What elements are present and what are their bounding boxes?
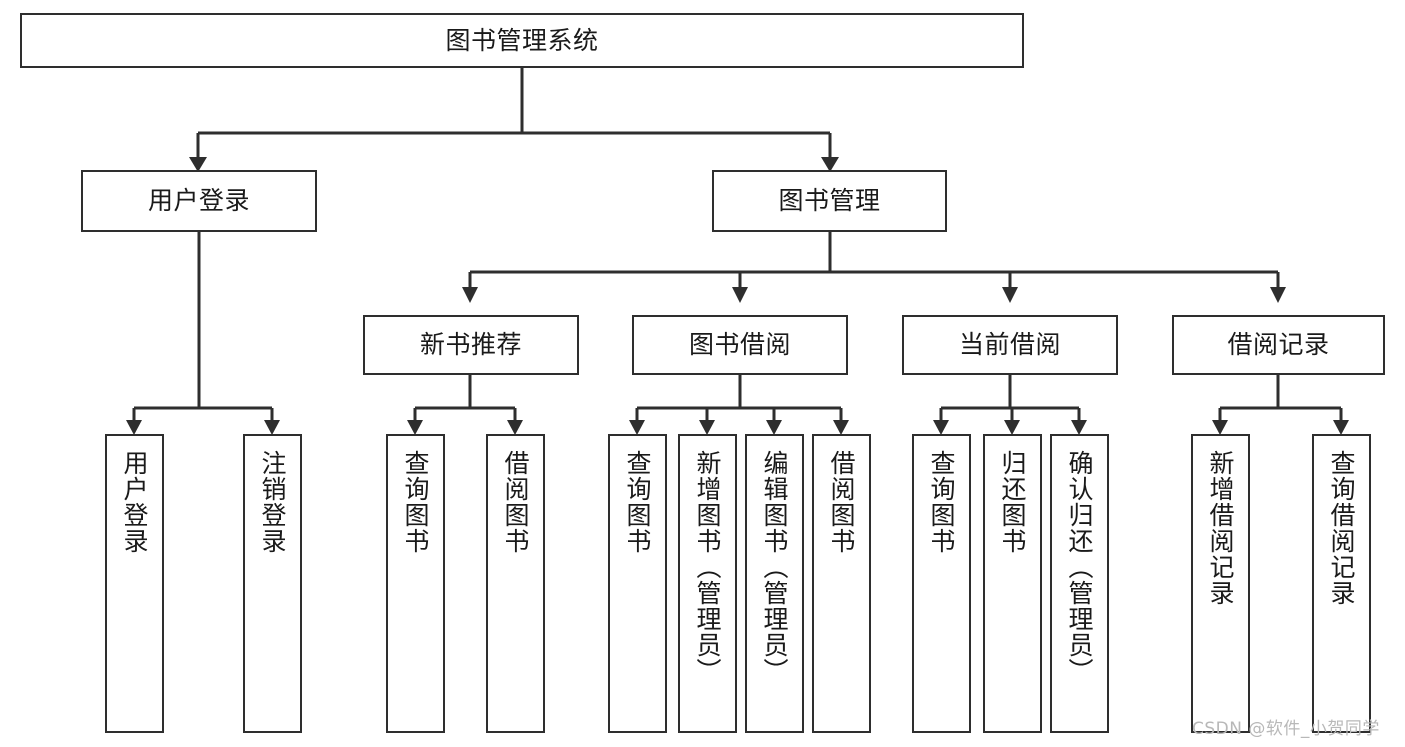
node-label-book-management: 图书管理 xyxy=(778,186,881,216)
node-leaf-user-login[interactable]: 用户登录 xyxy=(105,434,164,733)
connector-group-new-book-recommend xyxy=(413,375,517,422)
node-label-new-book-recommend: 新书推荐 xyxy=(419,330,522,360)
node-user-login[interactable]: 用户登录 xyxy=(81,170,317,232)
csdn-watermark: CSDN @软件_小贺同学 xyxy=(1192,719,1380,739)
node-label-current-borrow: 当前借阅 xyxy=(958,330,1061,360)
node-label-leaf-confirm-return: 确认归还（管理员） xyxy=(1065,450,1094,684)
connector-group-user-login xyxy=(132,232,274,422)
node-leaf-borrow-book-recommend[interactable]: 借阅图书 xyxy=(486,434,545,733)
arrowheads-level2 xyxy=(189,157,839,172)
node-leaf-add-borrow-record[interactable]: 新增借阅记录 xyxy=(1191,434,1250,733)
connector-group-current-borrow xyxy=(939,375,1081,422)
node-leaf-query-book-borrow[interactable]: 查询图书 xyxy=(608,434,667,733)
connector-group-root xyxy=(196,68,832,158)
connector-group-book-borrow xyxy=(635,375,843,422)
node-current-borrow[interactable]: 当前借阅 xyxy=(902,315,1118,375)
node-label-book-borrow: 图书借阅 xyxy=(688,330,791,360)
node-new-book-recommend[interactable]: 新书推荐 xyxy=(363,315,579,375)
node-leaf-add-book[interactable]: 新增图书（管理员） xyxy=(678,434,737,733)
node-book-borrow[interactable]: 图书借阅 xyxy=(632,315,848,375)
node-label-leaf-add-record: 新增借阅记录 xyxy=(1206,450,1235,606)
node-leaf-query-book-recommend[interactable]: 查询图书 xyxy=(386,434,445,733)
node-leaf-borrow-book[interactable]: 借阅图书 xyxy=(812,434,871,733)
arrowheads-borrow-records xyxy=(1212,420,1349,435)
node-label-leaf-user-logout: 注销登录 xyxy=(258,450,287,554)
arrowheads-book-borrow xyxy=(629,420,849,435)
node-label-leaf-query-record: 查询借阅记录 xyxy=(1327,450,1356,606)
connector-group-borrow-records xyxy=(1218,375,1343,422)
node-label-leaf-query-book-2: 查询图书 xyxy=(623,450,652,554)
node-label-leaf-borrow-book-2: 借阅图书 xyxy=(827,450,856,554)
node-label-user-login: 用户登录 xyxy=(147,186,250,216)
node-label-leaf-borrow-book-1: 借阅图书 xyxy=(501,450,530,554)
node-label-leaf-add-book: 新增图书（管理员） xyxy=(693,450,722,684)
node-leaf-query-borrow-record[interactable]: 查询借阅记录 xyxy=(1312,434,1371,733)
node-label-leaf-edit-book: 编辑图书（管理员） xyxy=(760,450,789,684)
arrowheads-user-login xyxy=(126,420,280,435)
node-leaf-query-book-current[interactable]: 查询图书 xyxy=(912,434,971,733)
node-label-borrow-records: 借阅记录 xyxy=(1227,330,1330,360)
node-leaf-confirm-return[interactable]: 确认归还（管理员） xyxy=(1050,434,1109,733)
node-label-leaf-query-book-1: 查询图书 xyxy=(401,450,430,554)
arrowheads-new-book-recommend xyxy=(407,420,523,435)
arrowheads-current-borrow xyxy=(933,420,1087,435)
node-book-management[interactable]: 图书管理 xyxy=(712,170,947,232)
node-label-leaf-return-book: 归还图书 xyxy=(998,450,1027,554)
node-leaf-return-book[interactable]: 归还图书 xyxy=(983,434,1042,733)
arrowheads-level3 xyxy=(462,287,1286,303)
node-root-system[interactable]: 图书管理系统 xyxy=(20,13,1024,68)
node-borrow-records[interactable]: 借阅记录 xyxy=(1172,315,1385,375)
node-label-root: 图书管理系统 xyxy=(445,25,599,55)
node-label-leaf-query-book-3: 查询图书 xyxy=(927,450,956,554)
node-label-leaf-user-login: 用户登录 xyxy=(120,450,149,554)
node-leaf-user-logout[interactable]: 注销登录 xyxy=(243,434,302,733)
node-leaf-edit-book[interactable]: 编辑图书（管理员） xyxy=(745,434,804,733)
connector-group-book-management xyxy=(468,232,1280,288)
